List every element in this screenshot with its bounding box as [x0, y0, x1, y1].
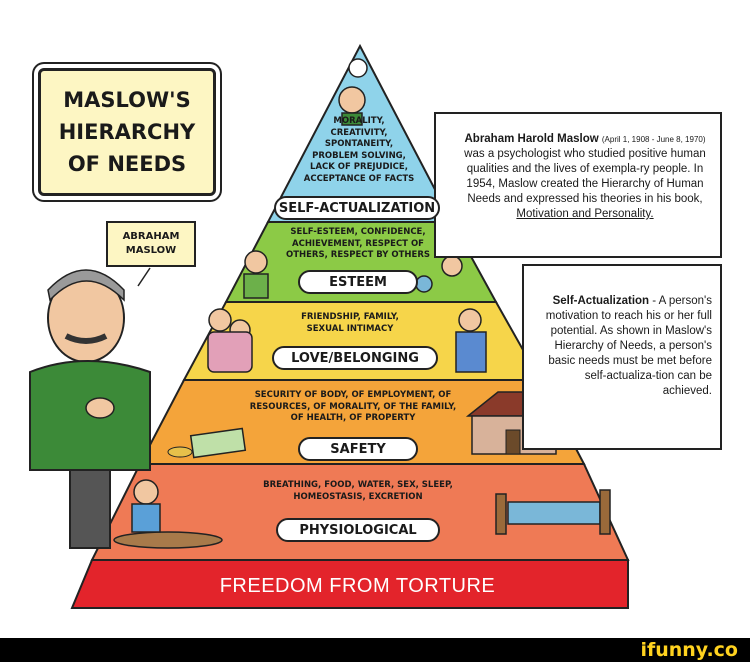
level-2-text: SELF-ESTEEM, CONFIDENCE, ACHIEVEMENT, RE…	[285, 227, 431, 260]
base-label: FREEDOM FROM TORTURE	[219, 574, 496, 597]
bio-box: Abraham Harold Maslow (April 1, 1908 - J…	[434, 112, 722, 258]
self-actualization-note: Self-Actualization - A person's motivati…	[522, 264, 722, 450]
level-5-text: BREATHING, FOOD, WATER, SEX, SLEEP, HOME…	[263, 480, 453, 502]
level-2-label: ESTEEM	[298, 270, 418, 294]
diagram-title: MASLOW'S HIERARCHY OF NEEDS	[58, 88, 196, 176]
level-3-label: LOVE/BELONGING	[272, 346, 438, 370]
person-label-box: ABRAHAM MASLOW	[106, 221, 196, 267]
parent-baby-icon	[455, 308, 487, 373]
self-term: Self-Actualization	[552, 295, 650, 307]
child-eating-icon	[113, 479, 223, 549]
thinker-icon	[338, 86, 366, 126]
level-5-label: PHYSIOLOGICAL	[276, 518, 440, 542]
bed-icon	[495, 489, 611, 535]
maslow-figure	[29, 269, 151, 549]
level-4-text: SECURITY OF BODY, OF EMPLOYMENT, OF RESO…	[249, 390, 457, 423]
person-label: ABRAHAM MASLOW	[122, 231, 180, 256]
level-1-text: MORALITY, CREATIVITY, SPONTANEITY, PROBL…	[303, 116, 415, 184]
level-4-label: SAFETY	[298, 437, 418, 461]
watermark-bar: ifunny.co	[0, 638, 750, 662]
family-hug-icon	[207, 308, 253, 373]
bio-book: Motivation and Personality.	[516, 208, 654, 220]
award-icon	[243, 250, 463, 299]
money-icon	[167, 427, 247, 459]
tier-base	[70, 559, 629, 609]
self-text: - A person's motivation to reach his or …	[545, 295, 712, 397]
level-1-label: SELF-ACTUALIZATION	[274, 196, 440, 220]
bio-text: was a psychologist who studied positive …	[464, 148, 706, 205]
bio-dates: (April 1, 1908 - June 8, 1970)	[601, 135, 706, 144]
level-3-text: FRIENDSHIP, FAMILY, SEXUAL INTIMACY	[301, 312, 399, 334]
name-pointer	[137, 267, 151, 287]
brain-icon	[348, 58, 368, 78]
title-box: MASLOW'S HIERARCHY OF NEEDS	[38, 68, 216, 196]
bio-name: Abraham Harold Maslow	[464, 133, 599, 145]
watermark-text: ifunny.co	[640, 639, 738, 661]
